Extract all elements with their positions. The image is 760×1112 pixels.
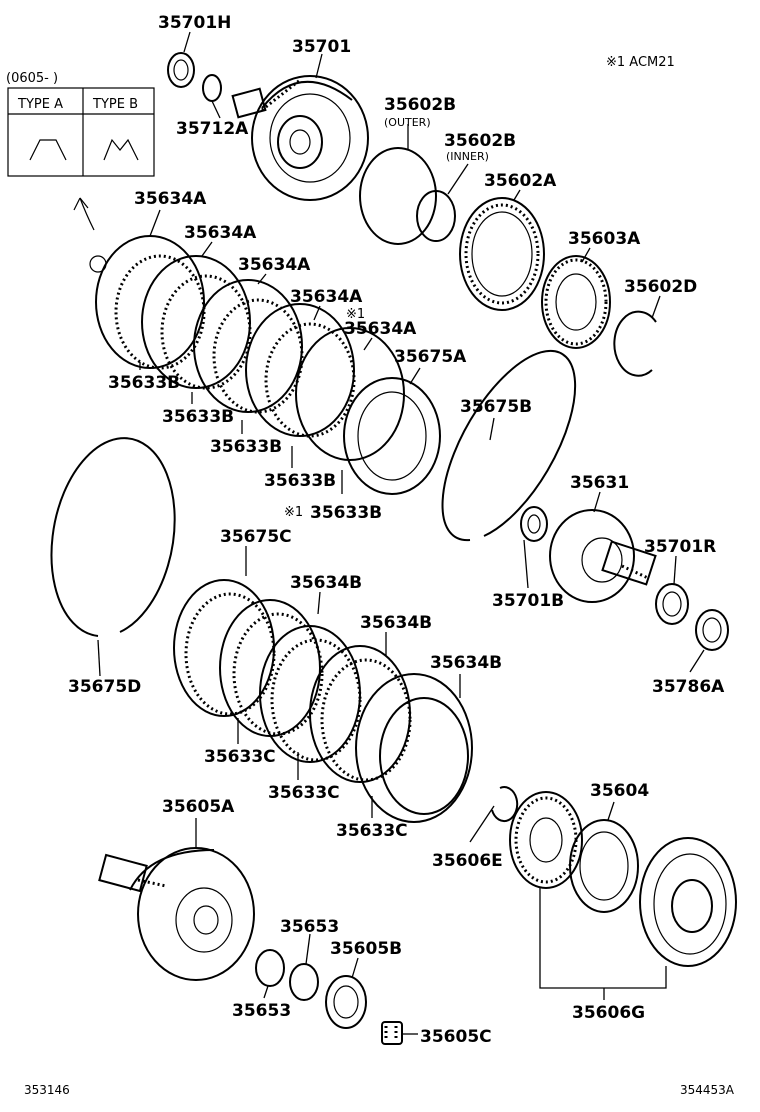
label-35602A: 35602A <box>484 171 557 191</box>
label-35633B-2: 35633B <box>162 407 234 427</box>
part-labels: 35701H 35701 35712A 35602B (OUTER) 35602… <box>68 13 725 1047</box>
snapring-35602D <box>613 310 657 377</box>
type-a-profile-icon <box>29 139 67 161</box>
ring-35701B <box>520 506 548 542</box>
label-35653-b: 35653 <box>280 917 339 937</box>
label-35606G: 35606G <box>572 1003 645 1023</box>
ring-35786A <box>695 609 729 651</box>
ring-35602B-inner <box>416 190 456 242</box>
label-35634A-2: 35634A <box>184 223 257 243</box>
type-box: (0605- ) TYPE A TYPE B <box>6 71 155 177</box>
label-35675A: 35675A <box>394 347 467 367</box>
snapring-35606E <box>491 786 519 823</box>
piston-35606G-b <box>639 837 737 967</box>
label-35675D: 35675D <box>68 677 141 697</box>
label-35633C-3: 35633C <box>336 821 408 841</box>
ring-35701H <box>167 52 195 88</box>
gear-35631 <box>549 509 657 603</box>
label-35653-a: 35653 <box>232 1001 291 1021</box>
label-35712A: 35712A <box>176 119 249 139</box>
drum-35605A <box>98 847 255 981</box>
label-35634A-4: 35634A <box>290 287 363 307</box>
label-35633B-1: 35633B <box>108 373 180 393</box>
type-b-label: TYPE B <box>92 97 138 112</box>
label-35631: 35631 <box>570 473 629 493</box>
drum-35701 <box>231 75 369 201</box>
type-a-label: TYPE A <box>17 97 63 112</box>
plate-35604 <box>569 819 639 913</box>
label-35605C: 35605C <box>420 1027 492 1047</box>
label-35634B-1: 35634B <box>290 573 362 593</box>
label-mark1b: ※1 <box>284 505 303 520</box>
label-35701B: 35701B <box>492 591 564 611</box>
label-35701H: 35701H <box>158 13 231 33</box>
snapring-35675B <box>441 349 577 542</box>
ring-35605B <box>325 975 367 1029</box>
label-35675C: 35675C <box>220 527 292 547</box>
label-35634B-2: 35634B <box>360 613 432 633</box>
label-35603A: 35603A <box>568 229 641 249</box>
label-35786A: 35786A <box>652 677 725 697</box>
label-inner: (INNER) <box>446 150 489 163</box>
ring-35653-a <box>255 949 285 987</box>
label-35633C-1: 35633C <box>204 747 276 767</box>
label-35633B-5: 35633B <box>310 503 382 523</box>
snapring-35675D <box>50 437 176 637</box>
label-35634A-3: 35634A <box>238 255 311 275</box>
ring-35602B-outer <box>359 147 437 245</box>
label-mark1: ※1 <box>346 307 365 322</box>
footer-right-code: 354453A <box>680 1083 735 1097</box>
label-outer: (OUTER) <box>384 116 431 129</box>
label-35633B-3: 35633B <box>210 437 282 457</box>
ring-35653-b <box>289 963 319 1001</box>
label-35634A-1: 35634A <box>134 189 207 209</box>
label-35675B: 35675B <box>460 397 532 417</box>
label-35633C-2: 35633C <box>268 783 340 803</box>
type-box-date: (0605- ) <box>6 71 58 86</box>
bearing-35605C <box>381 1021 403 1045</box>
label-35634A-5: 35634A <box>344 319 417 339</box>
label-35602B-inner: 35602B <box>444 131 516 151</box>
bearing-35602A <box>459 197 545 311</box>
label-35606E: 35606E <box>432 851 503 871</box>
label-35634B-3: 35634B <box>430 653 502 673</box>
label-35605B: 35605B <box>330 939 402 959</box>
hub-35603A <box>541 255 611 349</box>
footer-left-code: 353146 <box>24 1083 70 1097</box>
label-35701: 35701 <box>292 37 351 57</box>
acm21-note: ※1 ACM21 <box>606 55 675 70</box>
ring-35712A <box>202 74 222 102</box>
label-35602B-outer: 35602B <box>384 95 456 115</box>
ring-35701R <box>655 583 689 625</box>
type-b-profile-icon <box>103 138 139 161</box>
label-35605A: 35605A <box>162 797 235 817</box>
label-35602D: 35602D <box>624 277 697 297</box>
label-35701R: 35701R <box>644 537 716 557</box>
clutch-pack-B <box>173 579 473 823</box>
label-35604: 35604 <box>590 781 649 801</box>
label-35633B-4: 35633B <box>264 471 336 491</box>
